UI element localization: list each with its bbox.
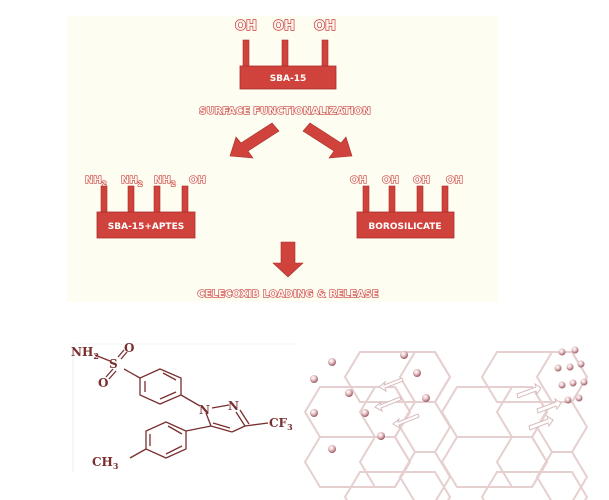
- drug-particle: [564, 396, 572, 404]
- right-group-2: OH: [382, 175, 399, 186]
- drug-particle: [328, 358, 336, 366]
- borosilicate-box: [356, 211, 455, 239]
- arrow-down-icon: [272, 241, 304, 278]
- left-group-3: NH2: [153, 174, 176, 188]
- drug-particle: [558, 381, 566, 389]
- loading-panel: [304, 351, 451, 500]
- sba15-box: [239, 65, 337, 90]
- release-panel: [441, 346, 588, 500]
- drug-particle: [328, 445, 336, 453]
- surface-functionalization-label: SURFACE FUNCTIONALIZATION: [199, 106, 371, 117]
- arrow-down-right-icon: [302, 122, 353, 159]
- mesoporous-silica-icon: [441, 351, 588, 500]
- right-group-4: OH: [446, 175, 463, 186]
- stem: [441, 185, 449, 214]
- left-group-4: OH: [189, 175, 206, 186]
- left-group-1: NH2: [84, 174, 107, 188]
- drug-particle: [566, 363, 574, 371]
- released-particles: [554, 346, 588, 404]
- celecoxib-structure: [72, 343, 296, 472]
- drug-particle: [413, 369, 421, 377]
- cf3-label: CF3: [269, 416, 293, 432]
- stem: [281, 39, 289, 68]
- n1-label: N: [199, 403, 210, 417]
- stem: [388, 185, 396, 214]
- borosilicate-unit: OH OH OH OH BOROSILICATE: [349, 174, 463, 239]
- drug-particle: [377, 432, 385, 440]
- top-group-1: OH: [235, 19, 257, 34]
- drug-particle: [558, 348, 566, 356]
- nh2-label: NH2: [71, 345, 99, 361]
- drug-particle: [569, 379, 577, 387]
- drug-particle: [310, 409, 318, 417]
- stem: [416, 185, 424, 214]
- drug-particle: [422, 394, 430, 402]
- stem: [242, 39, 250, 68]
- drug-particle: [580, 378, 588, 386]
- svg-text:NH2: NH2: [154, 175, 176, 188]
- sulfur-label: S: [109, 357, 118, 371]
- left-group-2: NH2: [120, 174, 143, 188]
- stem: [100, 185, 108, 214]
- drug-particle: [554, 364, 562, 372]
- drug-particle: [577, 360, 585, 368]
- drug-particle: [361, 409, 369, 417]
- celecoxib-atom-labels: NH2 S O O N N CF3 CH3: [71, 341, 293, 471]
- sba15-unit: OH OH OH SBA-15: [234, 18, 337, 90]
- svg-text:NH2: NH2: [121, 175, 143, 188]
- drug-particle: [310, 375, 318, 383]
- top-group-2: OH: [273, 19, 295, 34]
- ch3-label: CH3: [92, 455, 119, 471]
- inward-arrows-icon: [374, 377, 420, 430]
- stem: [181, 185, 189, 214]
- aptes-box: [96, 211, 196, 239]
- oxygen-label-1: O: [124, 341, 134, 355]
- top-group-3: OH: [314, 19, 336, 34]
- drug-particle: [571, 346, 579, 354]
- borosilicate-label: BOROSILICATE: [368, 222, 441, 232]
- mesoporous-silica-icon: [304, 351, 451, 500]
- drug-particles: [310, 351, 430, 453]
- drug-particle: [400, 351, 408, 359]
- drug-particle: [345, 389, 353, 397]
- sba15-label: SBA-15: [270, 74, 307, 84]
- outward-arrows-icon: [516, 382, 562, 431]
- stem: [362, 185, 370, 214]
- drug-particle: [575, 394, 583, 402]
- stem: [321, 39, 329, 68]
- svg-text:NH2: NH2: [85, 175, 107, 188]
- stem: [153, 185, 161, 214]
- stem: [127, 185, 135, 214]
- celecoxib-loading-release-label: CELECOXIB LOADING & RELEASE: [197, 289, 378, 300]
- right-group-1: OH: [350, 175, 367, 186]
- oxygen-label-2: O: [98, 376, 108, 390]
- aptes-unit: NH2 NH2 NH2 OH SBA-15+APTES: [84, 174, 206, 239]
- right-group-3: OH: [413, 175, 430, 186]
- arrow-down-left-icon: [229, 122, 280, 159]
- aptes-label: SBA-15+APTES: [108, 222, 184, 232]
- n2-label: N: [228, 399, 239, 413]
